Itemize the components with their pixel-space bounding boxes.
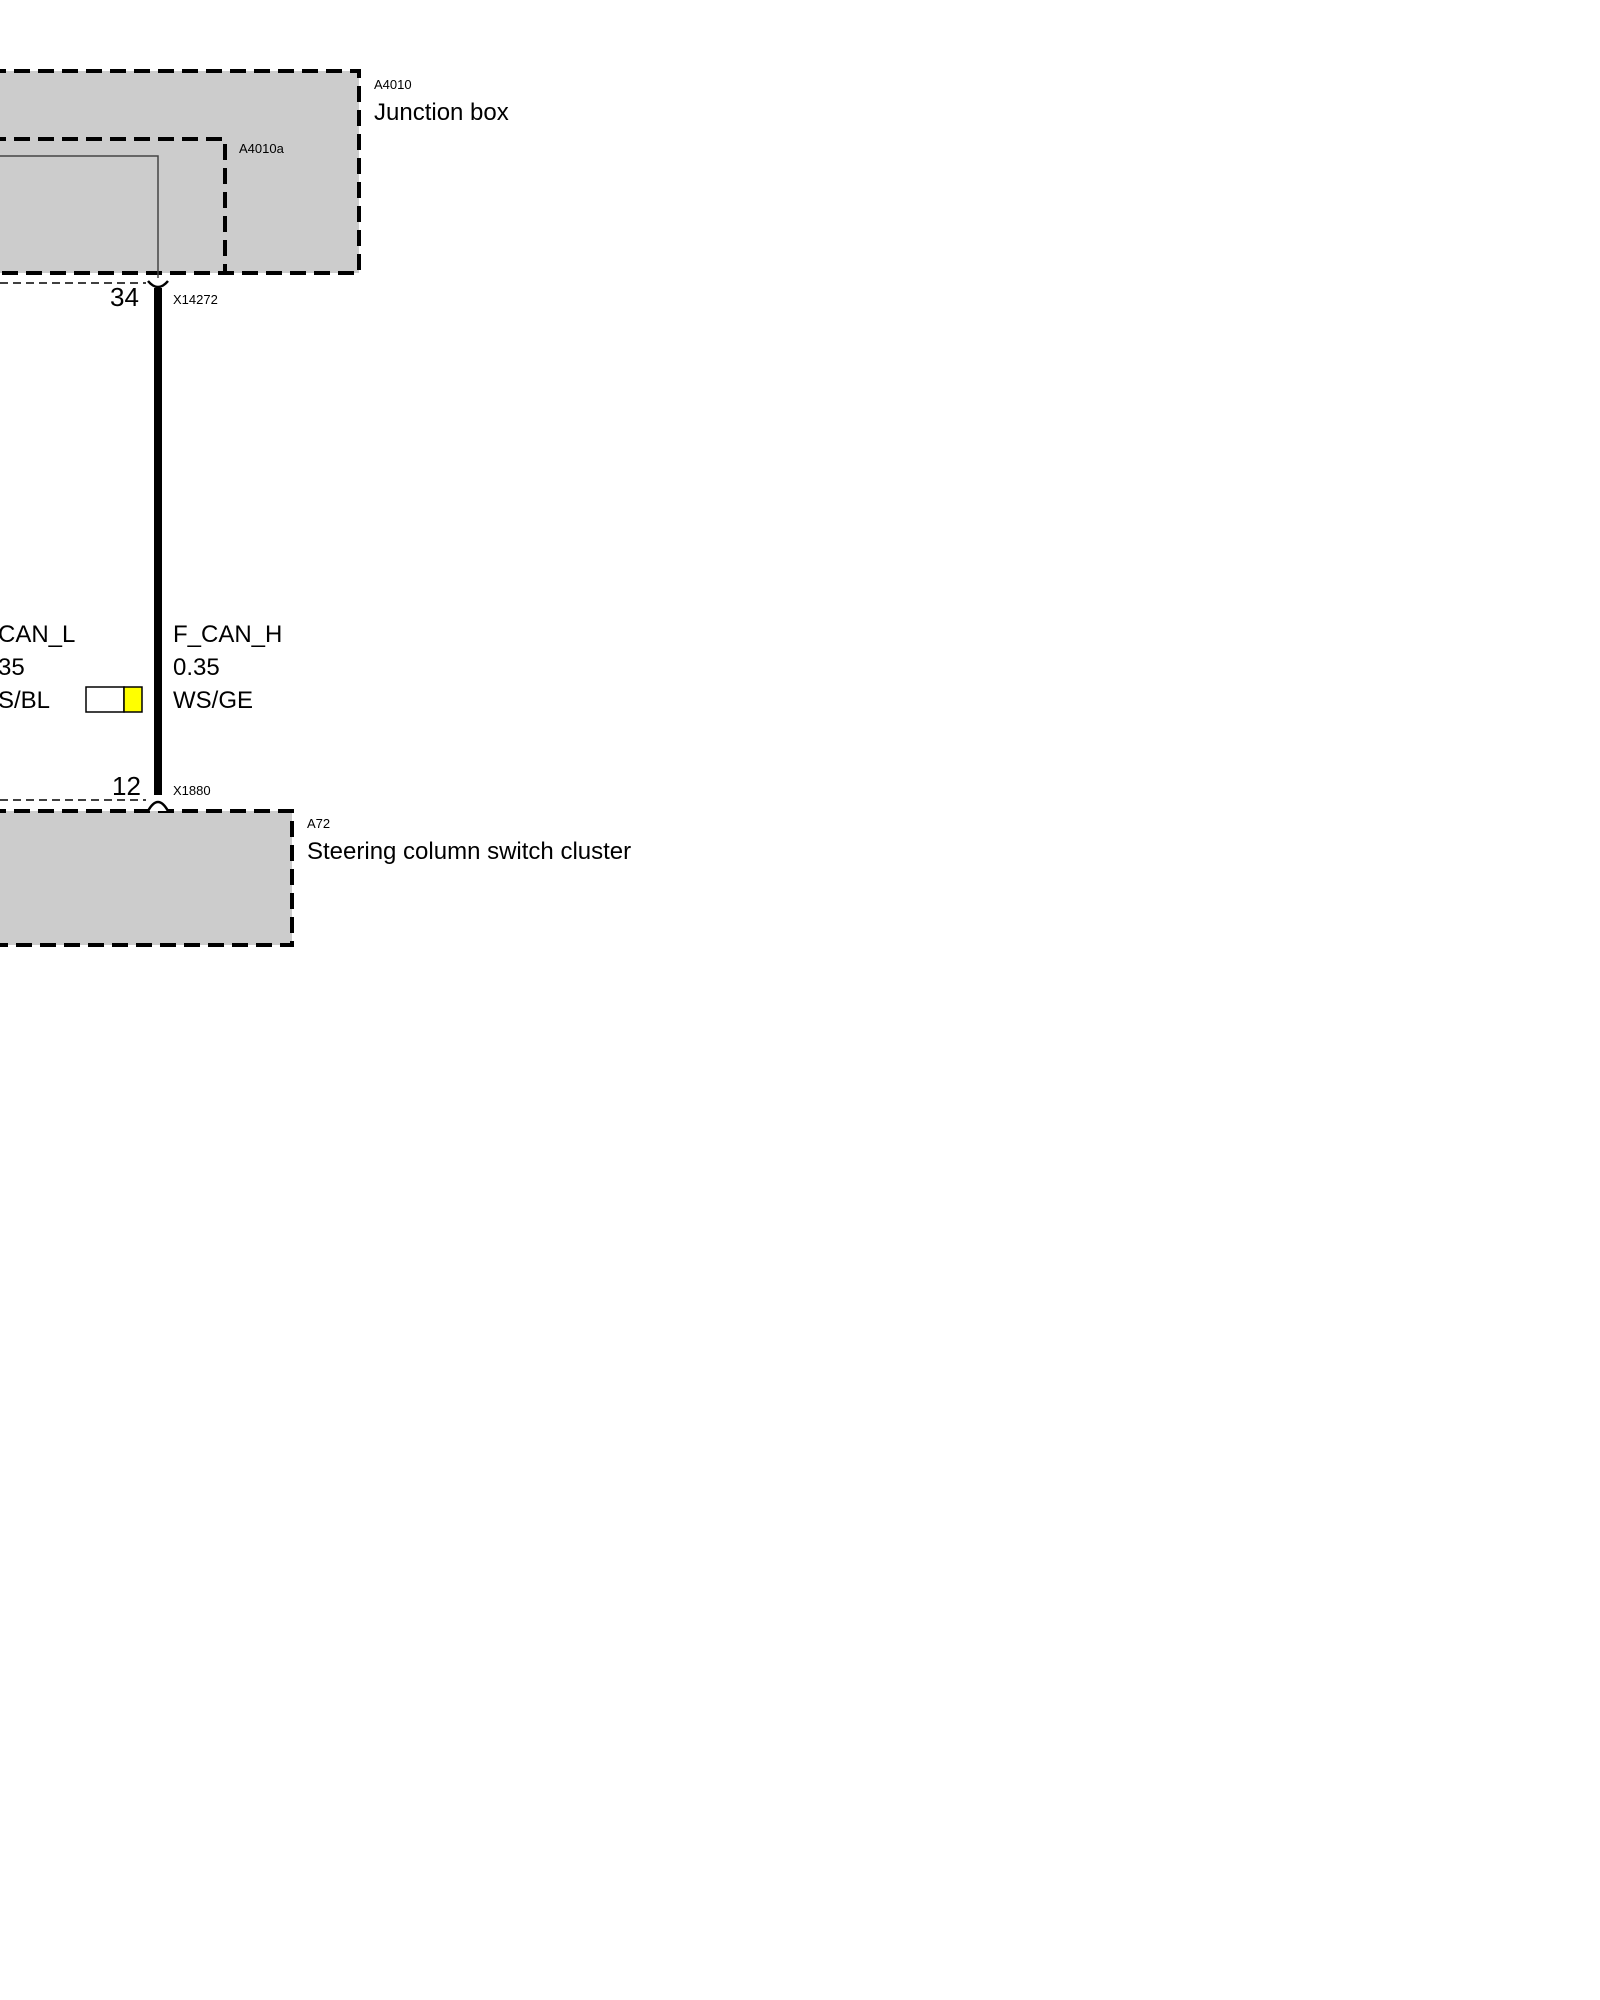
top-connector-id: X14272	[173, 292, 218, 307]
wire-right-signal: F_CAN_H	[173, 621, 282, 648]
steering-cluster-name: Steering column switch cluster	[307, 838, 631, 865]
junction-box-id: A4010	[374, 77, 412, 92]
bottom-connector-id: X1880	[173, 783, 211, 798]
wire-right-size: 0.35	[173, 654, 220, 681]
wire-left-signal: CAN_L	[0, 621, 75, 648]
internal-trace	[0, 155, 159, 278]
bottom-pin-number: 12	[112, 771, 141, 801]
junction-box-sub-id: A4010a	[239, 141, 285, 156]
junction-box-sub	[0, 137, 227, 275]
junction-box-name: Junction box	[374, 99, 509, 126]
wire-left-color: S/BL	[0, 687, 50, 714]
wire-color-swatch-base	[85, 686, 125, 713]
connector-symbol-bottom	[146, 800, 170, 812]
connector-symbol-top	[147, 280, 169, 289]
top-pin-number: 34	[110, 282, 139, 312]
wire-left-size: 35	[0, 654, 25, 681]
steering-cluster-box	[0, 809, 294, 947]
wire-color-swatch-stripe	[123, 686, 143, 713]
steering-cluster-id: A72	[307, 816, 330, 831]
wire-right-color: WS/GE	[173, 687, 253, 714]
